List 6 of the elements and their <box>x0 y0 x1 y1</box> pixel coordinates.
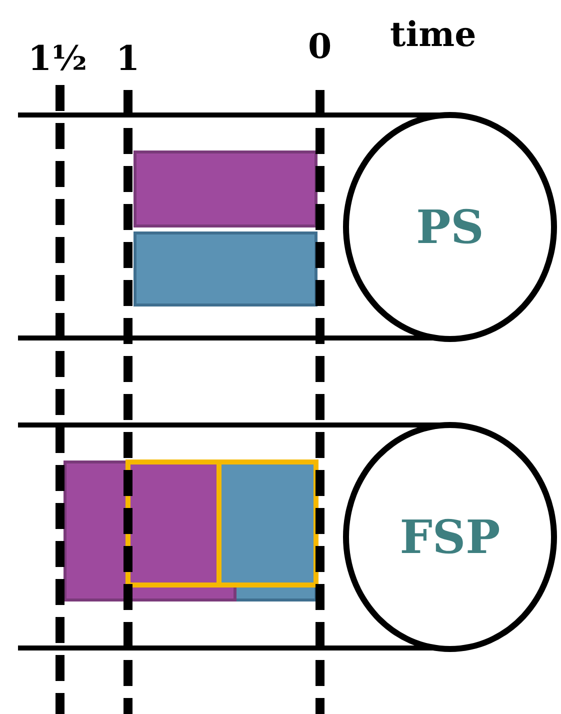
time-tick-label: 0 <box>308 30 332 64</box>
axis-label: time <box>390 18 476 52</box>
time-tick-label: 1 <box>116 42 140 76</box>
time-tick-label: 1½ <box>28 42 88 76</box>
node-label: PS <box>416 200 484 254</box>
node-label: FSP <box>400 510 500 564</box>
